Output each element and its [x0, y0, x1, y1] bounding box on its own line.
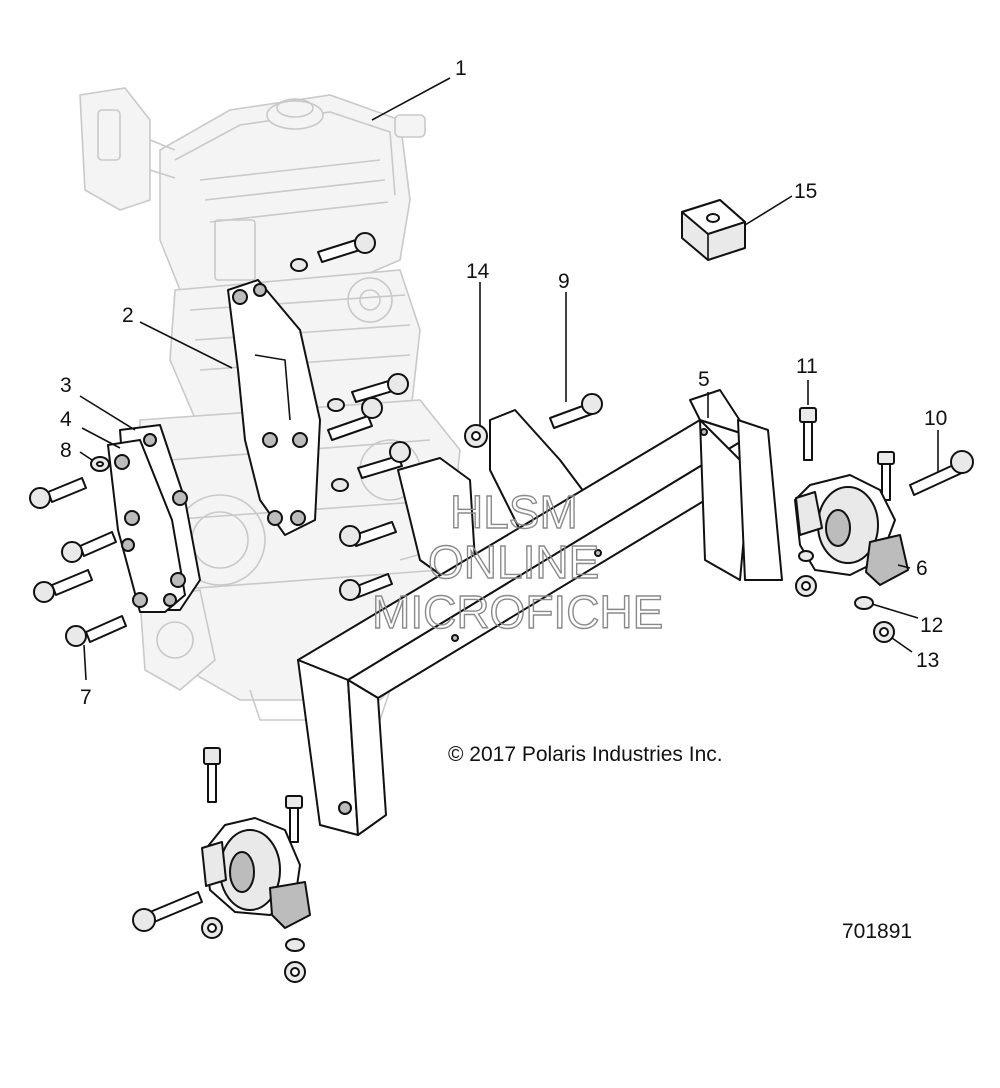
- leader-lines: [79, 77, 939, 681]
- part-6-engine-mount-right: [794, 474, 909, 643]
- part-15-spacer-block: [681, 199, 746, 261]
- callout-6: 6: [916, 557, 928, 580]
- callout-15: 15: [794, 180, 817, 203]
- callout-13: 13: [916, 649, 939, 672]
- watermark-line-1: HLSM: [450, 486, 578, 538]
- callout-12: 12: [920, 614, 943, 637]
- callout-labels: 1 2 3 4 5 6 7 8 9 10 11 12 13 14 15: [60, 57, 947, 709]
- copyright-notice: © 2017 Polaris Industries Inc.: [448, 743, 723, 766]
- callout-7: 7: [80, 686, 92, 709]
- part-5-frame-crossmember: [297, 389, 783, 836]
- callout-11: 11: [796, 355, 818, 378]
- figure-id: 701891: [842, 920, 912, 943]
- engine-mount-lower: [201, 817, 311, 983]
- watermark-line-2: ONLINE: [428, 536, 599, 588]
- part-3-4-side-plates: [107, 424, 201, 613]
- callout-4: 4: [60, 408, 72, 431]
- callout-14: 14: [466, 260, 490, 283]
- callout-9: 9: [558, 270, 570, 293]
- callout-8: 8: [60, 439, 72, 462]
- watermark-line-3: MICROFICHE: [372, 586, 663, 638]
- watermark: HLSM ONLINE MICROFICHE: [371, 485, 664, 638]
- callout-10: 10: [924, 407, 947, 430]
- callout-1: 1: [455, 57, 467, 80]
- callout-5: 5: [698, 368, 710, 391]
- callout-3: 3: [60, 374, 72, 397]
- bolts-group: [29, 232, 974, 932]
- part-2-mount-plate: [227, 279, 321, 536]
- callout-2: 2: [122, 304, 134, 327]
